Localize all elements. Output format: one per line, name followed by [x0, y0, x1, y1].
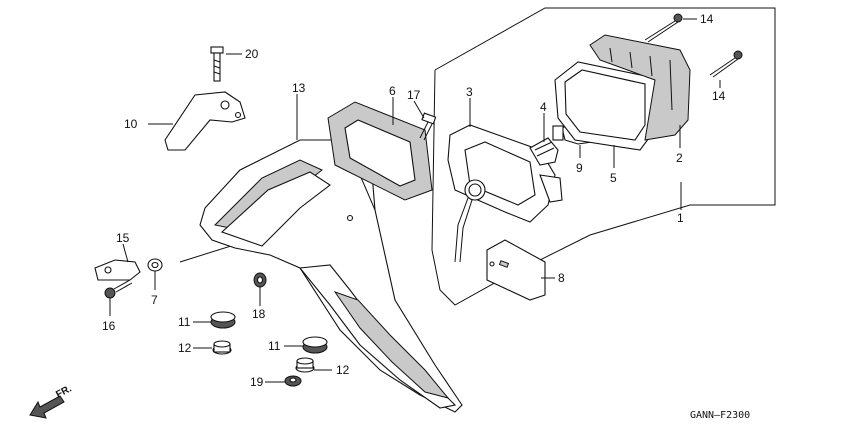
stay — [94, 259, 141, 281]
callout-11-right: 11 — [268, 339, 281, 353]
front-direction-arrow-icon — [29, 395, 65, 419]
bolt-16 — [104, 279, 133, 299]
callout-13: 13 — [292, 81, 306, 95]
callout-19: 19 — [250, 375, 264, 389]
cushion-11-right — [302, 336, 328, 354]
callout-17: 17 — [407, 88, 421, 102]
gasket — [327, 101, 433, 201]
direction-label: FR. — [54, 383, 74, 400]
callout-16: 16 — [102, 319, 116, 333]
callout-5: 5 — [610, 171, 617, 185]
callout-9: 9 — [576, 161, 583, 175]
callout-18: 18 — [252, 307, 266, 321]
bulb-socket — [529, 137, 559, 166]
callout-1: 1 — [677, 211, 684, 225]
cushion-11-left — [210, 311, 236, 329]
callout-14-lower: 14 — [712, 89, 726, 103]
callout-11-left: 11 — [178, 315, 191, 329]
callout-2: 2 — [676, 151, 683, 165]
callout-10: 10 — [124, 117, 138, 131]
screw-14-lower — [709, 50, 743, 78]
callout-7: 7 — [151, 293, 158, 307]
nut-19 — [284, 375, 302, 387]
callout-14-upper: 14 — [700, 12, 714, 26]
rear-fender — [199, 139, 463, 413]
assembly-outline — [431, 7, 776, 306]
callout-6: 6 — [389, 84, 396, 98]
callout-12-right: 12 — [336, 363, 350, 377]
lens-gasket — [554, 61, 656, 151]
callout-4: 4 — [540, 100, 547, 114]
bracket — [164, 91, 246, 151]
callout-8: 8 — [558, 271, 565, 285]
leader-lines — [109, 18, 721, 383]
collar-7 — [147, 258, 163, 272]
diagram-code: GANN–F2300 — [690, 410, 750, 421]
grommet-18 — [253, 272, 267, 288]
tail-lamp-housing — [447, 124, 563, 263]
screw-14-upper — [644, 13, 683, 43]
callout-3: 3 — [466, 85, 473, 99]
tail-lens — [589, 34, 691, 141]
collar-12-right — [295, 357, 315, 373]
bolt-20 — [210, 46, 224, 82]
callout-15: 15 — [116, 231, 130, 245]
collar-12-left — [212, 340, 232, 355]
reflector — [486, 239, 546, 301]
callout-12-left: 12 — [178, 341, 192, 355]
callout-20: 20 — [245, 47, 259, 61]
